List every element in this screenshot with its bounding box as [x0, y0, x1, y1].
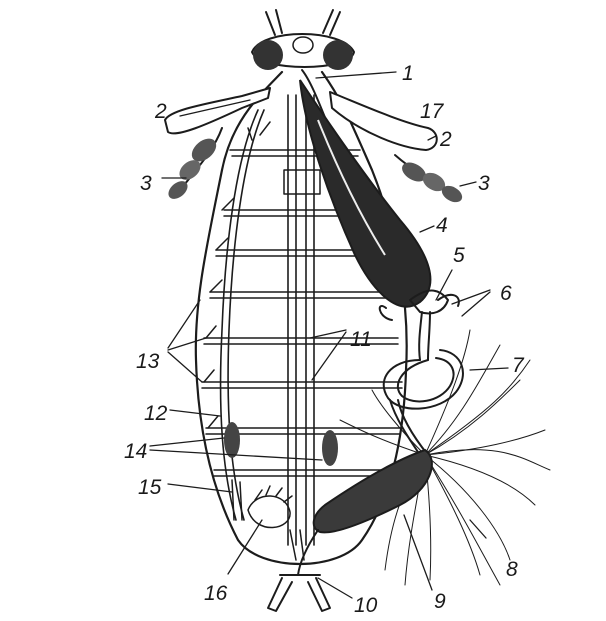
label-17: 17 — [420, 100, 445, 123]
label-4: 4 — [436, 214, 448, 237]
label-1: 1 — [402, 62, 414, 85]
label-2-right: 2 — [439, 128, 452, 151]
label-16: 16 — [204, 582, 228, 605]
label-10: 10 — [354, 594, 378, 617]
label-2-left: 2 — [154, 100, 167, 123]
head — [252, 34, 354, 70]
left-compound-eye — [253, 40, 283, 70]
longitudinal-tracheae — [221, 95, 314, 545]
label-14: 14 — [124, 440, 147, 463]
ovipositor — [268, 575, 330, 611]
label-15: 15 — [138, 476, 162, 499]
antennae — [266, 10, 340, 35]
label-6: 6 — [500, 282, 512, 305]
label-11: 11 — [350, 328, 372, 351]
label-5: 5 — [453, 244, 465, 267]
label-3-right: 3 — [478, 172, 490, 195]
label-7: 7 — [512, 354, 525, 377]
label-3-left: 3 — [140, 172, 152, 195]
right-compound-eye — [323, 40, 353, 70]
label-12: 12 — [144, 402, 168, 425]
label-13: 13 — [136, 350, 160, 373]
label-9: 9 — [434, 590, 446, 613]
genital-chamber — [232, 480, 304, 560]
label-8: 8 — [506, 558, 518, 581]
